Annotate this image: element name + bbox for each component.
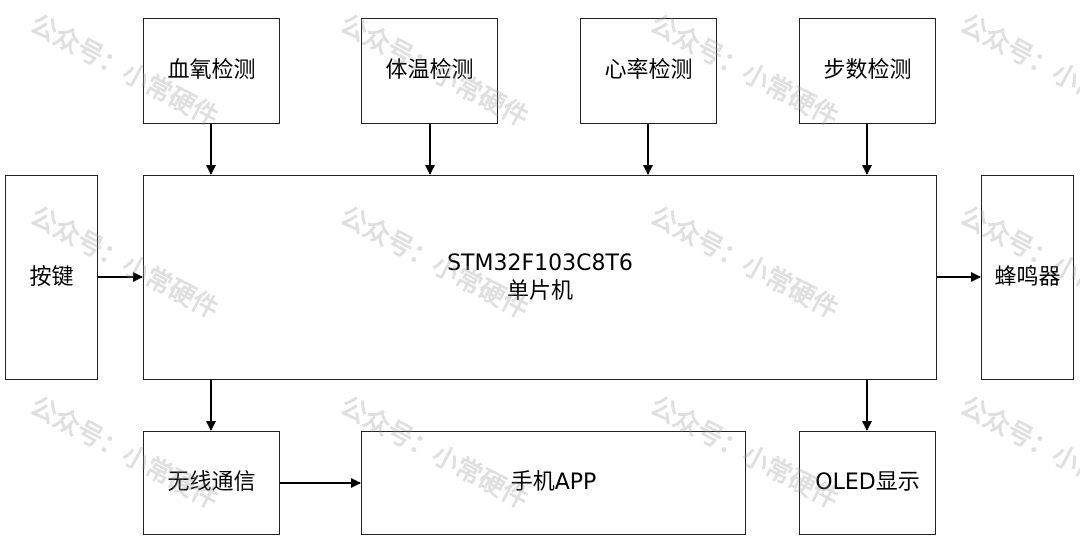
watermark: 公众号：小常硬件 <box>955 391 1080 516</box>
watermark: 公众号：小常硬件 <box>955 9 1080 134</box>
keys-label: 按键 <box>29 264 74 290</box>
temperature-detection-label: 体温检测 <box>385 58 474 84</box>
wireless-communication-label: 无线通信 <box>167 470 256 496</box>
spo2-detection-label: 血氧检测 <box>167 58 256 84</box>
mcu-model-label: STM32F103C8T6 <box>447 251 633 276</box>
oled-display-block: OLED显示 <box>799 431 936 535</box>
heart-rate-detection-label: 心率检测 <box>604 58 693 84</box>
spo2-detection-block: 血氧检测 <box>143 18 280 124</box>
step-count-detection-block: 步数检测 <box>799 18 936 124</box>
phone-app-label: 手机APP <box>510 470 597 496</box>
phone-app-block: 手机APP <box>361 431 746 535</box>
wireless-communication-block: 无线通信 <box>143 431 280 535</box>
mcu-block: STM32F103C8T6 单片机 <box>143 175 937 380</box>
buzzer-block: 蜂鸣器 <box>981 175 1074 380</box>
keys-block: 按键 <box>5 175 98 380</box>
step-count-detection-label: 步数检测 <box>823 58 912 84</box>
temperature-detection-block: 体温检测 <box>361 18 498 124</box>
heart-rate-detection-block: 心率检测 <box>580 18 717 124</box>
buzzer-label: 蜂鸣器 <box>994 264 1061 290</box>
oled-display-label: OLED显示 <box>815 470 920 496</box>
mcu-type-label: 单片机 <box>506 278 573 304</box>
